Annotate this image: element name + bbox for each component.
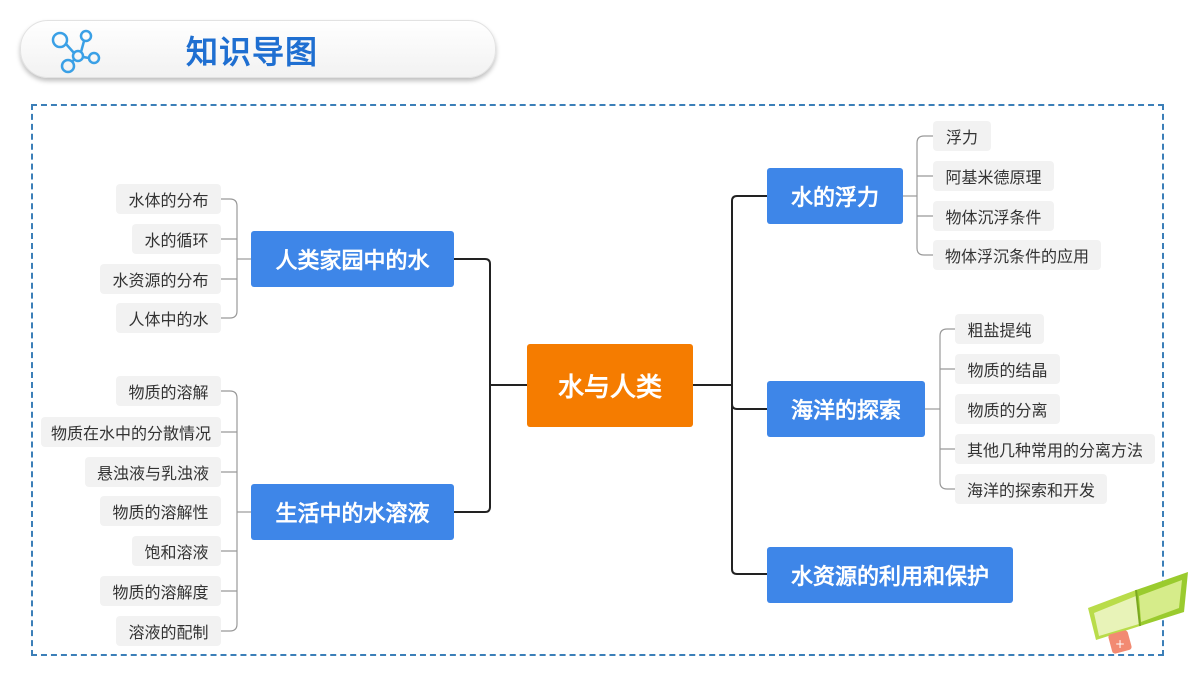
leaf-other-separation-methods: 其他几种常用的分离方法 — [955, 434, 1155, 464]
leaf-float-sink-condition: 物体沉浮条件 — [933, 201, 1054, 231]
leaf-solubility: 物质的溶解性 — [100, 496, 221, 526]
leaf-dissolution: 物质的溶解 — [116, 376, 221, 406]
branch-water-solutions: 生活中的水溶液 — [251, 484, 454, 540]
leaf-float-sink-application: 物体浮沉条件的应用 — [933, 240, 1101, 270]
book-decoration-icon: + — [1088, 572, 1188, 654]
leaf-ocean-development: 海洋的探索和开发 — [955, 474, 1107, 504]
network-icon — [51, 29, 101, 74]
leaf-water-in-body: 人体中的水 — [116, 303, 221, 333]
leaf-solution-prep: 溶液的配制 — [116, 616, 221, 646]
leaf-suspension-emulsion: 悬浊液与乳浊液 — [85, 457, 221, 487]
leaf-salt-purification: 粗盐提纯 — [955, 314, 1044, 344]
leaf-water-distribution: 水体的分布 — [116, 184, 221, 214]
leaf-solubility-degree: 物质的溶解度 — [100, 576, 221, 606]
branch-ocean-exploration: 海洋的探索 — [767, 381, 925, 437]
leaf-separation: 物质的分离 — [955, 394, 1060, 424]
header-banner — [20, 20, 496, 78]
branch-human-home-water: 人类家园中的水 — [251, 231, 454, 287]
page-title: 知识导图 — [186, 33, 319, 71]
leaf-water-cycle: 水的循环 — [132, 224, 221, 254]
leaf-archimedes: 阿基米德原理 — [933, 161, 1054, 191]
leaf-buoyancy: 浮力 — [933, 121, 991, 151]
branch-water-resources: 水资源的利用和保护 — [767, 547, 1013, 603]
leaf-saturated-solution: 饱和溶液 — [132, 536, 221, 566]
leaf-water-resource-distribution: 水资源的分布 — [100, 264, 221, 294]
root-node: 水与人类 — [527, 344, 693, 427]
svg-text:+: + — [1115, 637, 1125, 651]
mindmap-frame — [31, 104, 1164, 656]
leaf-crystallization: 物质的结晶 — [955, 354, 1060, 384]
branch-buoyancy: 水的浮力 — [767, 168, 903, 224]
leaf-dispersion: 物质在水中的分散情况 — [41, 417, 221, 447]
